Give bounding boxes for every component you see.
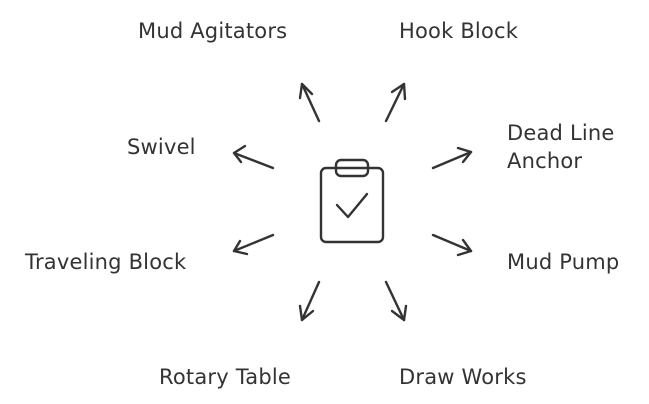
arrow-to-swivel (232, 144, 275, 170)
arrow-to-rotary-table (298, 280, 321, 322)
label-draw-works: Draw Works (399, 365, 527, 389)
label-swivel: Swivel (127, 135, 196, 159)
label-hook-block: Hook Block (399, 19, 519, 43)
label-rotary-table: Rotary Table (159, 365, 292, 389)
arrow-to-traveling-block (232, 233, 275, 256)
label-mud-pump: Mud Pump (507, 250, 620, 274)
label-traveling-block: Traveling Block (25, 250, 187, 274)
label-mud-agitators: Mud Agitators (138, 19, 288, 43)
arrow-to-mud-pump (431, 233, 473, 257)
arrow-to-hook-block (384, 82, 407, 123)
arrow-to-dead-line-anchor (431, 146, 473, 170)
label-dead-line-anchor: Dead Line Anchor (507, 121, 615, 173)
arrow-to-mud-agitators (298, 82, 321, 123)
clipboard-check-icon (319, 158, 385, 244)
arrow-to-draw-works (384, 280, 408, 322)
